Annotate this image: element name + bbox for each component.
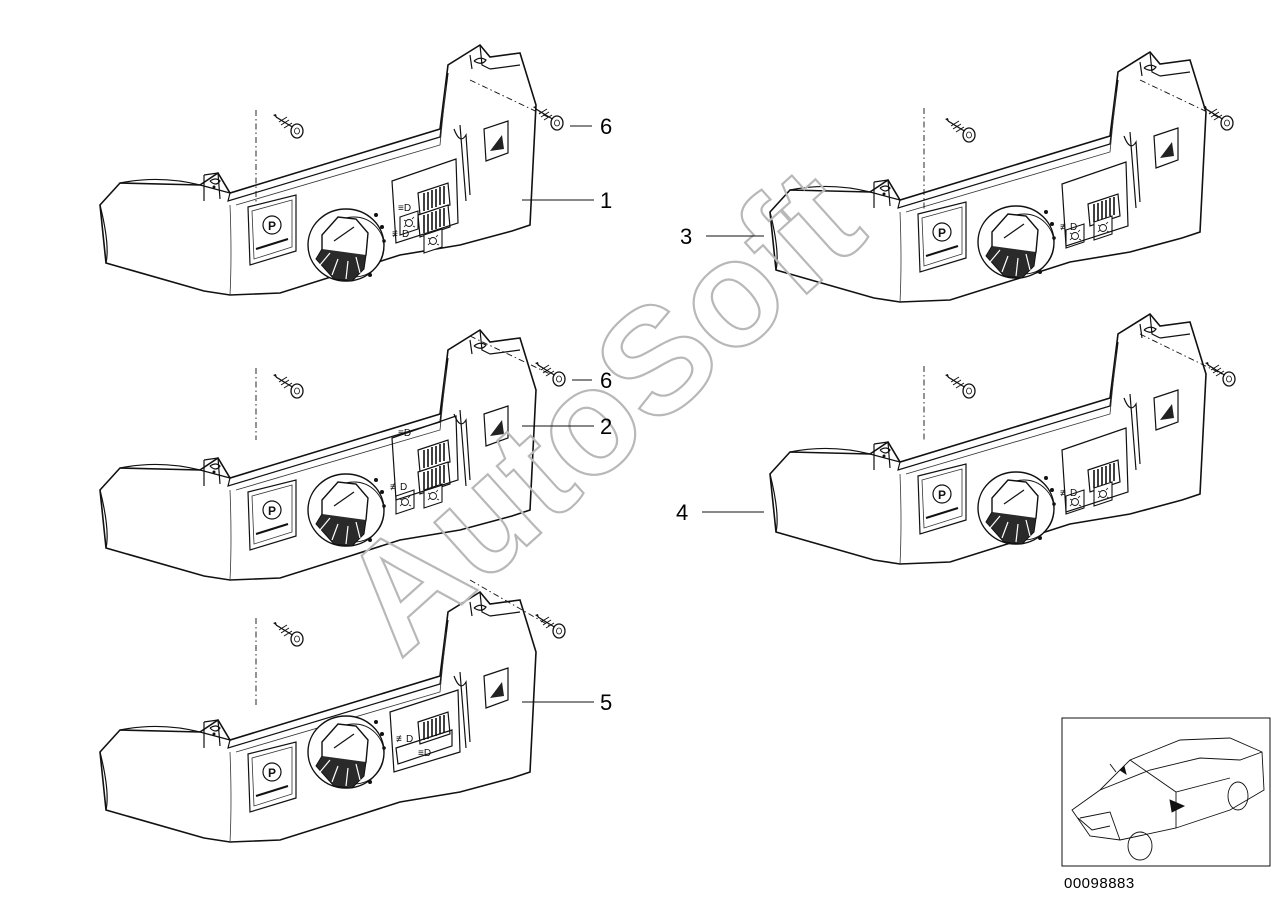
callout-5: 5 — [600, 690, 612, 715]
svg-text:≡D: ≡D — [398, 203, 411, 214]
callout-6b: 6 — [600, 368, 612, 393]
car-icon — [1071, 737, 1265, 861]
switch-panel-3: ≢D — [769, 51, 1207, 303]
svg-text:≢D: ≢D — [392, 229, 409, 240]
callout-1: 1 — [600, 188, 612, 213]
svg-text:≡D: ≡D — [398, 428, 411, 439]
svg-text:≡D: ≡D — [418, 748, 431, 759]
callout-3: 3 — [680, 224, 692, 249]
switch-panel-1: ≡D ≢D — [99, 44, 537, 296]
switch-panel-2: ≡D ≢D — [99, 329, 537, 581]
callout-4: 4 — [676, 500, 688, 525]
screw-3-left — [944, 117, 976, 143]
switch-panel-5: ≢D ≡D — [99, 591, 537, 843]
svg-text:≢D: ≢D — [1060, 488, 1077, 499]
callout-6a: 6 — [600, 114, 612, 139]
svg-text:≢D: ≢D — [390, 482, 407, 493]
svg-text:≢D: ≢D — [396, 734, 413, 745]
screw-4-left — [944, 373, 976, 399]
svg-text:≢D: ≢D — [1060, 222, 1077, 233]
screw-3-right — [1202, 105, 1234, 131]
screw-5-right — [534, 613, 566, 639]
vehicle-thumbnail — [1061, 717, 1271, 867]
screw-4-right — [1204, 361, 1236, 387]
screw-5-left — [272, 621, 304, 647]
callout-2: 2 — [600, 414, 612, 439]
switch-panel-4: ≢D — [769, 313, 1207, 565]
reference-number: 00098883 — [1064, 875, 1135, 892]
screw-2-left — [272, 373, 304, 399]
screw-1-left — [272, 113, 304, 139]
screw-1-right — [532, 105, 564, 131]
